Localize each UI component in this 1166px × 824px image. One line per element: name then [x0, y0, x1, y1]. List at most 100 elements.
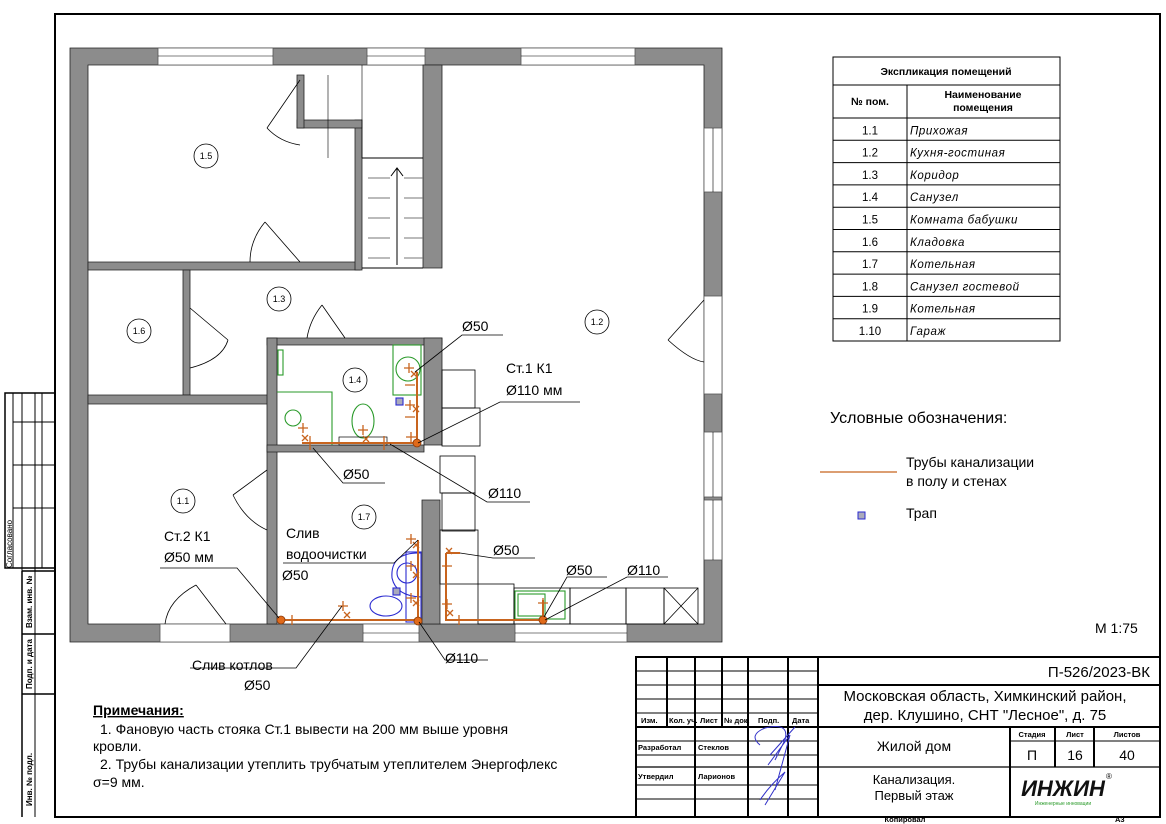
sign-date-label: Подп. и дата: [25, 639, 34, 689]
label-st1-title: Ст.1 К1: [506, 360, 553, 376]
door: [249, 221, 301, 263]
pipe-kitchen: [445, 553, 544, 621]
wall: [266, 337, 443, 346]
floor-plan: 1.1 1.2 1.3 1.4 1.5 1.6 1.7 Ø50 Ст.1 К1 …: [69, 47, 723, 693]
explication-row-num: 1.1: [862, 125, 878, 137]
label-st2-title: Ст.2 К1: [164, 528, 211, 544]
room-tags: 1.1 1.2 1.3 1.4 1.5 1.6 1.7: [126, 143, 610, 530]
scale-label: М 1:75: [1095, 620, 1138, 636]
tb-object: Жилой дом: [877, 738, 951, 754]
staircase: [327, 65, 423, 269]
tb-sheets-label: Листов: [1114, 730, 1141, 739]
label-st1-diam: Ø110 мм: [506, 382, 562, 398]
window: [157, 47, 274, 66]
wall: [87, 261, 361, 271]
legend: Условные обозначения: Трубы канализации …: [820, 410, 1034, 521]
label-d110-bottom: Ø110: [445, 650, 478, 666]
room-tag-1-1: 1.1: [177, 496, 190, 506]
shower-tray: [392, 344, 422, 396]
label-d50-kitchen-left: Ø50: [493, 542, 520, 558]
label-d50-bath: Ø50: [343, 466, 370, 482]
kitchen-sink: [514, 590, 566, 620]
legend-pipe-2: в полу и стенах: [906, 473, 1007, 489]
signature: [754, 726, 796, 806]
label-water-drain-3: Ø50: [282, 567, 309, 583]
explication-row-name: Санузел: [910, 192, 959, 204]
trap-icon: [392, 587, 401, 596]
wall: [423, 337, 443, 446]
tb-address-1: Московская область, Химкинский район,: [843, 688, 1126, 705]
company-logo: ИНЖИН Инженерные инновации ®: [1021, 772, 1112, 807]
replace-inv-label: Взам. инв. №: [25, 575, 34, 628]
explication-row-name: Комната бабушки: [910, 215, 1018, 227]
wall: [296, 74, 305, 129]
tb-drawing-title-2: Первый этаж: [874, 788, 953, 803]
tb-header-sign: Подп.: [758, 716, 779, 725]
tb-sheet-label: Лист: [1066, 730, 1084, 739]
explication-row-name: Коридор: [910, 170, 959, 182]
wall: [354, 119, 363, 271]
agreed-label: Согласовано: [5, 519, 14, 568]
notes-title: Примечания:: [93, 702, 184, 718]
riser-boiler: [413, 616, 423, 626]
explication-row-num: 1.7: [862, 259, 878, 271]
explication-row-name: Кладовка: [910, 237, 965, 249]
room-tag-1-7: 1.7: [358, 512, 371, 522]
tb-sheets: 40: [1119, 747, 1135, 763]
entrance-door-opening: [159, 623, 231, 643]
explication-row-num: 1.3: [862, 170, 878, 182]
tb-developed-role: Разработал: [638, 743, 682, 752]
sewer-pipes: [276, 363, 548, 626]
riser-st1: [412, 438, 422, 448]
notes-line-1: 1. Фановую часть стояка Ст.1 вывести на …: [100, 721, 508, 737]
legend-title: Условные обозначения:: [830, 410, 1007, 427]
wall: [421, 499, 441, 625]
room-tag-1-2: 1.2: [591, 317, 604, 327]
explication-row-name: Котельная: [910, 259, 976, 271]
explication-row-num: 1.5: [862, 215, 878, 227]
riser-kitchen: [538, 615, 548, 625]
explication-row-name: Санузел гостевой: [910, 281, 1020, 293]
toilet: [351, 403, 375, 439]
legend-pipe-1: Трубы канализации: [906, 454, 1034, 470]
room-tag-1-5: 1.5: [200, 151, 213, 161]
label-d110-kitchen: Ø110: [627, 562, 660, 578]
wall: [422, 64, 443, 269]
explication-row-name: Кухня-гостиная: [910, 148, 1005, 160]
tb-header-kol: Кол. уч.: [669, 716, 698, 725]
label-water-drain-1: Слив: [286, 525, 320, 541]
explication-col-num: № пом.: [851, 96, 889, 108]
tb-header-ndoc: № док.: [724, 716, 750, 725]
label-st2-diam: Ø50 мм: [164, 549, 214, 565]
room-tag-1-3: 1.3: [273, 294, 286, 304]
inv-orig-label: Инв. № подл.: [25, 753, 34, 806]
notes-line-4: σ=9 мм.: [93, 774, 145, 790]
wall: [182, 269, 191, 396]
legend-trap-icon: [857, 511, 866, 520]
pipe-annotations: Ø50 Ст.1 К1 Ø110 мм Ø50 Ø110 Ø50 Ø50 Ø11…: [160, 318, 668, 693]
door: [306, 304, 346, 339]
label-d50-sink: Ø50: [566, 562, 593, 578]
logo-registered: ®: [1106, 772, 1112, 781]
explication-row-num: 1.4: [862, 192, 879, 204]
window: [703, 295, 723, 395]
door: [232, 469, 268, 531]
tb-header-date: Дата: [792, 716, 810, 725]
window: [520, 47, 636, 66]
logo-text: ИНЖИН: [1021, 776, 1106, 801]
tb-stage-label: Стадия: [1018, 730, 1045, 739]
tb-header-list: Лист: [700, 716, 718, 725]
partition: [277, 391, 333, 445]
tb-header-izm: Изм.: [641, 716, 658, 725]
label-water-drain-2: водоочистки: [286, 546, 367, 562]
tb-address-2: дер. Клушино, СНТ "Лесное", д. 75: [864, 707, 1107, 724]
legend-trap: Трап: [906, 505, 937, 521]
logo-subtext: Инженерные инновации: [1035, 801, 1091, 807]
shower-drain: [395, 356, 421, 382]
label-boiler-drain-2: Ø50: [244, 677, 271, 693]
label-d50-top: Ø50: [462, 318, 489, 334]
washbasin: [284, 409, 302, 427]
